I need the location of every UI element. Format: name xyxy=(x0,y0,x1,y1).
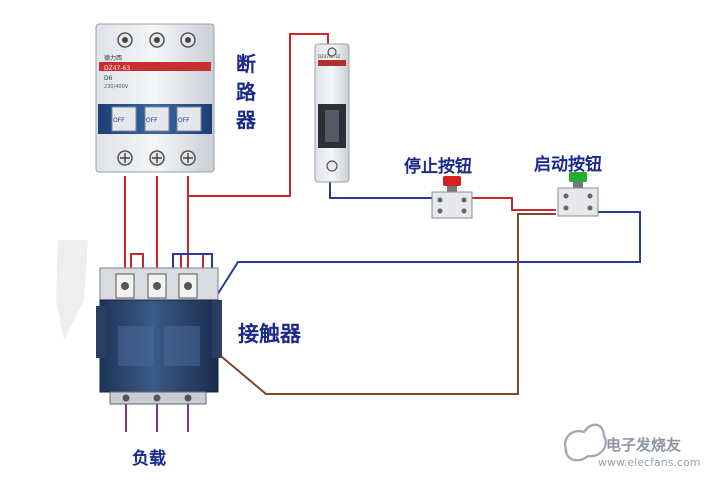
wire-to-stop xyxy=(329,180,436,199)
breaker-nameplate-strip xyxy=(99,62,211,71)
contactor-top-terminals xyxy=(115,273,198,299)
toggle-label-2: OFF xyxy=(146,117,158,124)
breaker-top-screws xyxy=(117,32,196,48)
toggle-label-1: OFF xyxy=(113,117,125,124)
wire-start-return xyxy=(213,211,641,301)
stop-button xyxy=(431,176,473,219)
breaker-voltage: 230/400V xyxy=(104,84,129,90)
wires xyxy=(124,33,641,432)
watermark-logo-icon xyxy=(563,423,607,462)
breaker-toggles: OFF OFF OFF xyxy=(111,106,202,132)
control-breaker-model: DZ47LE-32 xyxy=(318,54,341,59)
main-breaker: 德力西 DZ47-63 D6 230/400V OFF OFF OFF xyxy=(95,23,215,173)
contactor-bottom-terminals xyxy=(109,391,207,405)
start-button xyxy=(557,172,599,217)
breaker-model: DZ47-63 xyxy=(104,65,130,72)
wire-stop-to-start xyxy=(470,197,556,211)
breaker-label: 断路器 xyxy=(236,52,256,132)
load-label: 负载 xyxy=(132,449,166,469)
watermark-url: www.elecfans.com xyxy=(598,456,701,469)
contactor-label: 接触器 xyxy=(238,322,301,346)
watermark-text: 电子发烧友 xyxy=(606,436,682,454)
breaker-brand: 德力西 xyxy=(104,54,122,62)
wire-jumper-1 xyxy=(130,253,144,272)
toggle-label-3: OFF xyxy=(178,117,190,124)
wire-control-supply xyxy=(188,33,329,197)
contactor xyxy=(96,267,222,405)
background-smudge xyxy=(56,240,88,340)
breaker-bottom-screws xyxy=(117,150,196,166)
breaker-rating: D6 xyxy=(104,75,113,82)
wire-hold xyxy=(215,213,556,395)
stop-button-label: 停止按钮 xyxy=(404,157,472,177)
start-button-label: 启动按钮 xyxy=(534,155,602,175)
control-breaker: DZ47LE-32 xyxy=(314,43,350,183)
